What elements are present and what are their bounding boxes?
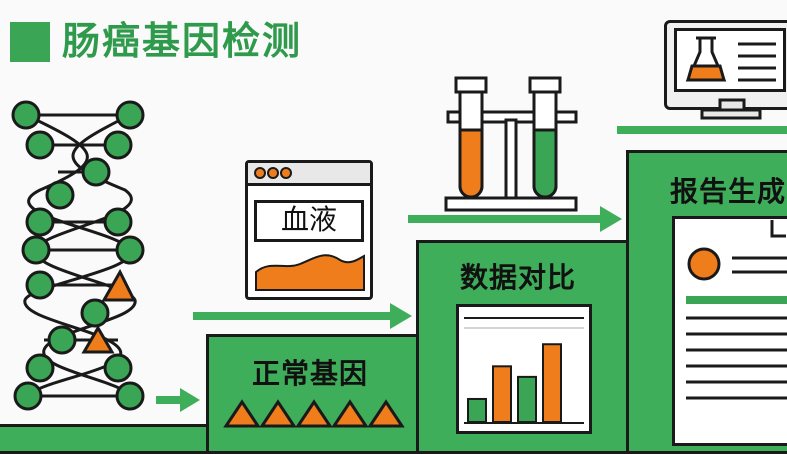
blood-label-box: [254, 200, 364, 242]
test-tubes-icon: [444, 76, 578, 212]
window-titlebar: [248, 163, 370, 186]
gene-triangles-icon: [223, 399, 405, 428]
title-marker: [10, 22, 50, 62]
illustration-layer: [11, 36, 787, 428]
flask-icon: [685, 36, 727, 82]
page-title: 肠癌基因检测: [62, 19, 303, 63]
mutation-markers: [81, 268, 137, 354]
chart-bar-1: [467, 397, 487, 423]
chart-bar-4: [542, 343, 562, 423]
monitor-stand-icon: [700, 98, 762, 120]
blood-label: 血液: [280, 203, 337, 236]
report-content: [686, 220, 787, 400]
normal-genes-label: 正常基因: [252, 357, 369, 390]
dna-nodes: [11, 100, 145, 411]
blood-wave-icon: [255, 254, 365, 291]
comparison-chart: [464, 317, 584, 424]
arrow-icon: [156, 126, 787, 412]
window-control-dots: [254, 167, 292, 179]
chart-bar-3: [517, 375, 537, 424]
monitor-text-lines: [738, 42, 776, 82]
chart-bar-2: [492, 365, 512, 424]
report-label: 报告生成: [670, 175, 787, 208]
data-compare-label: 数据对比: [460, 261, 577, 294]
